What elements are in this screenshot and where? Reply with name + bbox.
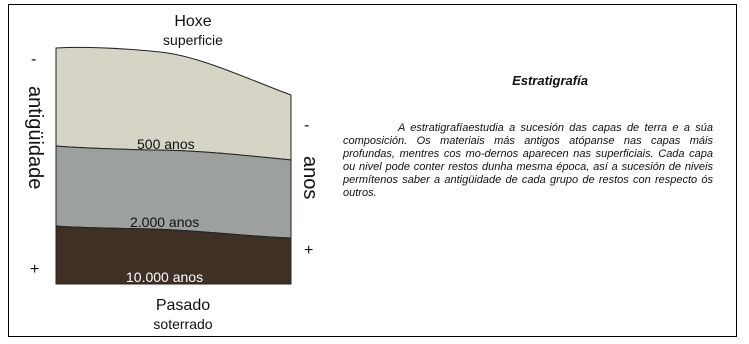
layer-label-500: 500 anos [137,136,195,152]
bottom-title: Pasado [155,297,211,314]
right-top-sign: - [304,117,310,134]
right-bottom-sign: + [304,242,314,259]
bottom-subtitle: soterrado [153,316,213,332]
top-title: Hoxe [174,13,212,30]
layer-label-2000: 2.000 anos [130,214,200,230]
top-subtitle: superficie [163,32,223,48]
info-body: A estratigrafíaestudia a sucesión das ca… [343,122,713,199]
left-axis-label: antigüidade [24,86,46,190]
left-top-sign: - [31,51,37,68]
right-axis-label: anos [299,156,321,200]
info-title: Estratigrafía [512,73,588,88]
layer-10000-anos [55,225,292,285]
layer-label-10000: 10.000 anos [126,269,204,285]
left-bottom-sign: + [30,261,40,278]
